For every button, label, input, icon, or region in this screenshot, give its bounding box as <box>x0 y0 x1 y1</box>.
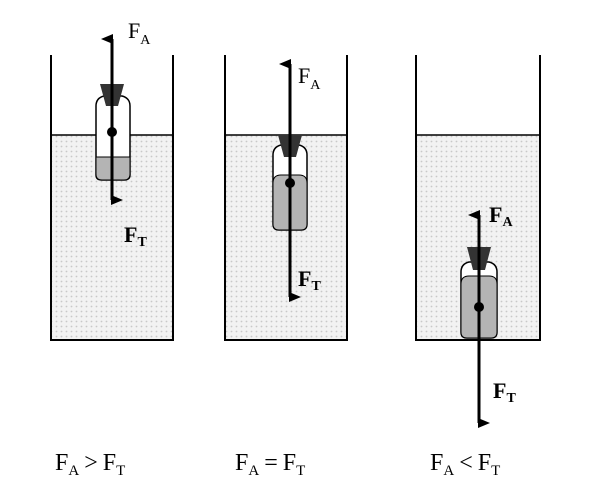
ft-sub: T <box>311 279 321 294</box>
ft-label: F <box>298 266 311 291</box>
caption: FA<FT <box>430 450 500 479</box>
ft-sub: T <box>137 235 147 250</box>
panel-equilibrium: FA FT FA=FT <box>224 55 348 479</box>
panel-sink: FA FT FA<FT <box>415 55 541 479</box>
svg-text:FT: FT <box>493 378 516 406</box>
fa-label: F <box>489 202 502 227</box>
fa-sub: A <box>140 33 151 48</box>
svg-text:FT: FT <box>298 266 321 294</box>
fa-label: F <box>298 63 310 88</box>
ft-label: F <box>124 222 137 247</box>
svg-text:FA: FA <box>298 63 321 93</box>
caption: FA=FT <box>235 450 305 479</box>
caption: FA>FT <box>55 450 125 479</box>
svg-text:FA: FA <box>489 202 513 230</box>
beaker <box>50 55 174 341</box>
svg-text:FA: FA <box>128 18 151 48</box>
svg-text:FT: FT <box>124 222 147 250</box>
ft-sub: T <box>506 391 516 406</box>
beaker <box>224 55 348 341</box>
fa-sub: A <box>310 78 321 93</box>
panel-float-up: FA FT FA>FT <box>50 18 174 479</box>
fa-label: F <box>128 18 140 43</box>
fa-sub: A <box>502 215 513 230</box>
ft-label: F <box>493 378 506 403</box>
